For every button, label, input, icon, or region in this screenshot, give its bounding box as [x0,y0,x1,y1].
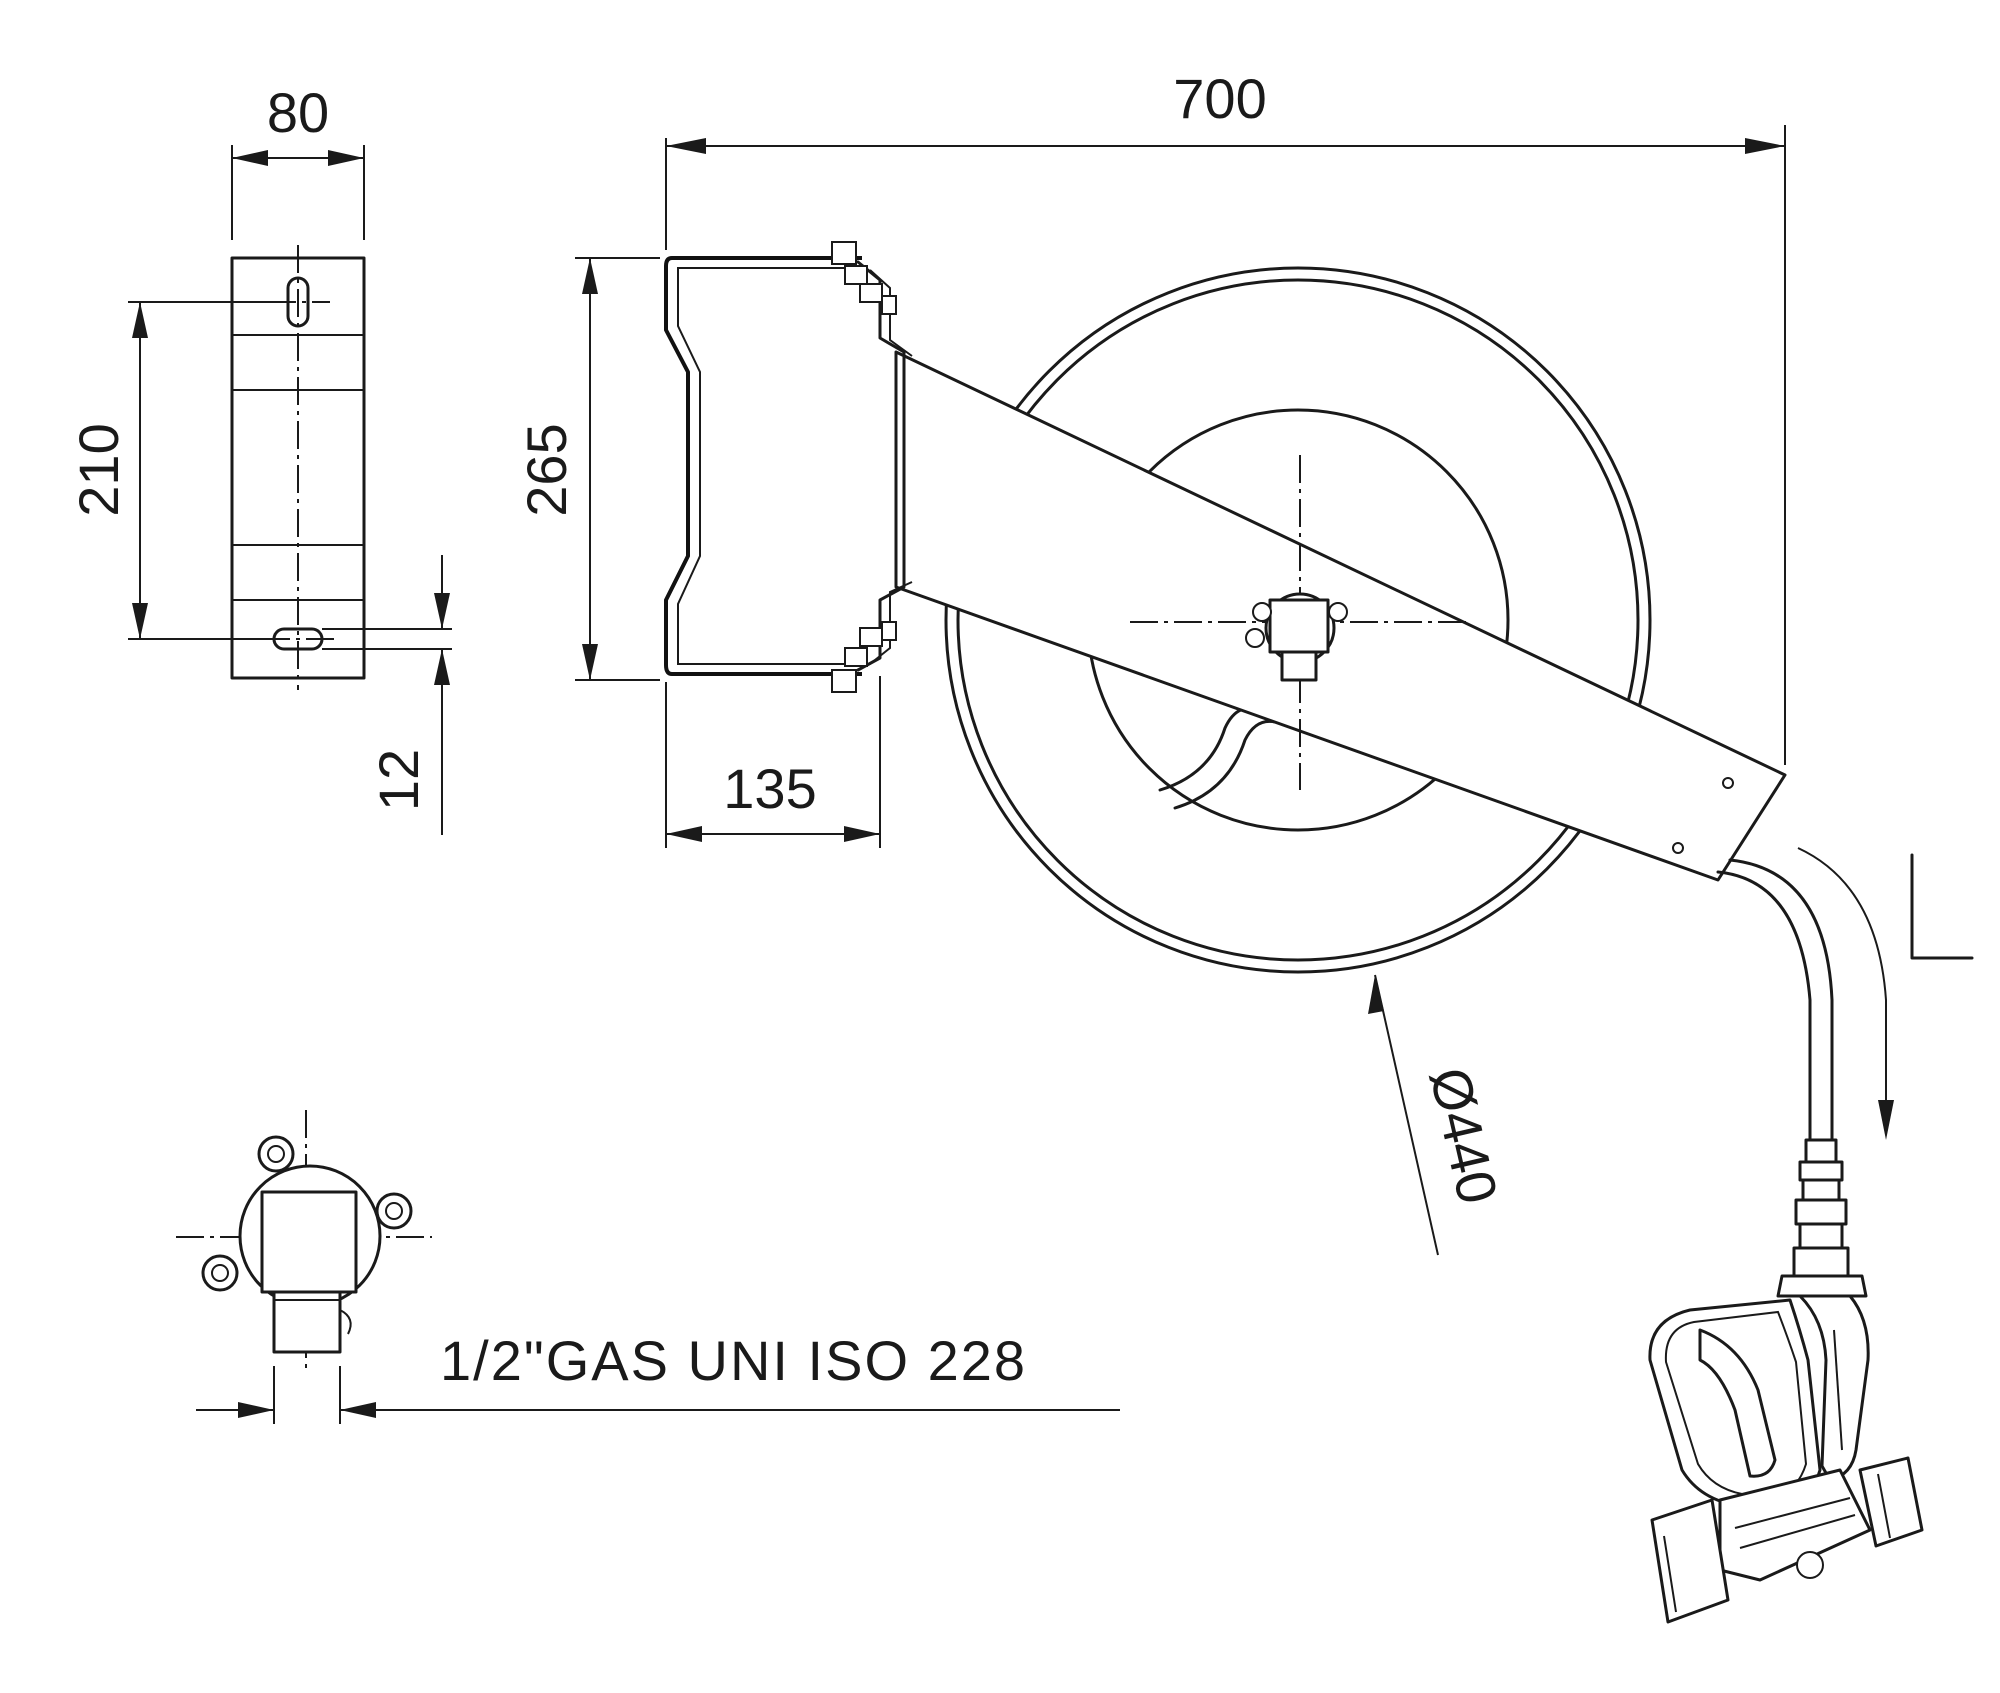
hose-length-glyph [1910,853,1974,960]
bolt-head-bottom [831,669,857,693]
hose-length-indicator: L [0,0,1974,1140]
fitting-detail-view [176,1110,432,1370]
mounting-bracket [664,241,913,693]
dimension-slot-spacing: 210 [67,301,290,640]
drum-diameter-value: Ø440 [1418,1062,1510,1210]
axle-hub-fitting [1130,455,1470,790]
dimension-overall-length: 700 [665,67,1786,765]
thread-specification: 1/2"GAS UNI ISO 228 [440,1329,1027,1392]
dimension-drum-diameter: Ø440 [1368,974,1510,1256]
dimension-thread: 1/2"GAS UNI ISO 228 [196,1329,1120,1424]
wall-bracket-side-view [230,245,366,690]
bolt-head-top [831,241,857,265]
bracket-depth-value: 135 [723,757,816,820]
bracket-height-value: 265 [515,423,578,516]
dispensing-nozzle [1648,1294,1924,1624]
bracket-width-value: 80 [267,81,329,144]
dimension-slot-width: 12 [322,555,452,835]
dimension-bracket-height: 265 [515,257,660,681]
threaded-outlet [272,1290,342,1354]
slot-spacing-value: 210 [67,423,130,516]
overall-length-value: 700 [1173,67,1266,130]
hose-length-label: L [0,0,1,1]
slot-width-value: 12 [367,749,430,811]
dimension-bracket-depth: 135 [665,676,881,848]
hose-fitting [1776,1138,1868,1298]
dimension-bracket-width: 80 [231,81,365,240]
hose [1716,858,1834,1142]
